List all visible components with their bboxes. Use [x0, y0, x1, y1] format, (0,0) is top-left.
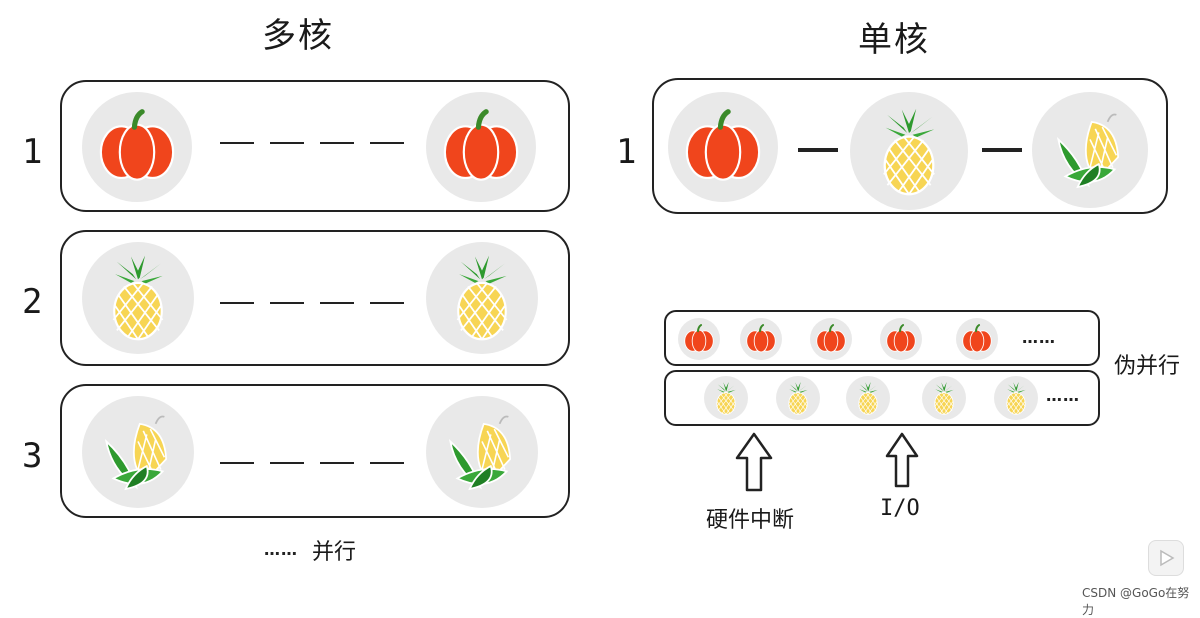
- fruit-circle: [678, 318, 720, 360]
- row-number-single: 1: [616, 132, 636, 172]
- fruit-circle: [426, 396, 538, 508]
- pumpkin-icon: [94, 104, 180, 190]
- fruit-circle: [82, 396, 194, 508]
- pineapple-icon: [709, 380, 743, 416]
- dash-segment: [320, 142, 354, 144]
- fruit-circle: [810, 318, 852, 360]
- dash-segment: [220, 302, 254, 304]
- play-button[interactable]: [1148, 540, 1184, 576]
- pineapple-timeslice-strip: ……: [664, 370, 1100, 426]
- fruit-circle: [994, 376, 1038, 420]
- dash-segment: [220, 462, 254, 464]
- fruit-circle: [668, 92, 778, 202]
- ellipsis: ……: [1022, 328, 1056, 347]
- up-arrow-icon: [884, 432, 920, 488]
- row-number-1: 1: [22, 132, 42, 172]
- pumpkin-icon: [884, 322, 918, 356]
- parallel-label: 并行: [312, 534, 356, 566]
- fruit-circle: [704, 376, 748, 420]
- ellipsis: ……: [1046, 386, 1080, 405]
- fruit-circle: [922, 376, 966, 420]
- pineapple-icon: [999, 380, 1033, 416]
- corn-icon: [1046, 106, 1134, 194]
- dash-segment: [982, 148, 1022, 152]
- io-label: I/O: [880, 496, 920, 521]
- row-number-3: 3: [22, 436, 42, 476]
- dash-segment: [370, 142, 404, 144]
- play-icon: [1159, 549, 1175, 567]
- core-row-1: [60, 80, 570, 212]
- fruit-circle: [1032, 92, 1148, 208]
- corn-icon: [438, 408, 526, 496]
- dash-segment: [370, 462, 404, 464]
- fruit-circle: [850, 92, 968, 210]
- dash-segment: [220, 142, 254, 144]
- core-row-3: [60, 384, 570, 518]
- pseudo-parallel-label: 伪并行: [1114, 348, 1180, 380]
- fruit-circle: [846, 376, 890, 420]
- pumpkin-icon: [814, 322, 848, 356]
- fruit-circle: [740, 318, 782, 360]
- pineapple-icon: [781, 380, 815, 416]
- pineapple-icon: [94, 252, 182, 342]
- dash-segment: [270, 462, 304, 464]
- pumpkin-icon: [682, 322, 716, 356]
- dash-segment: [270, 142, 304, 144]
- pumpkin-icon: [744, 322, 778, 356]
- dash-segment: [320, 302, 354, 304]
- row-number-2: 2: [22, 282, 42, 322]
- single-core-row: [652, 78, 1168, 214]
- ellipsis: ……: [264, 540, 298, 559]
- pumpkin-timeslice-strip: ……: [664, 310, 1100, 366]
- fruit-circle: [956, 318, 998, 360]
- dash-segment: [270, 302, 304, 304]
- pineapple-icon: [864, 102, 954, 200]
- fruit-circle: [776, 376, 820, 420]
- pineapple-icon: [927, 380, 961, 416]
- dash-segment: [370, 302, 404, 304]
- fruit-circle: [426, 242, 538, 354]
- corn-icon: [94, 408, 182, 496]
- singlecore-title: 单核: [858, 12, 930, 61]
- pineapple-icon: [438, 252, 526, 342]
- fruit-circle: [880, 318, 922, 360]
- pumpkin-icon: [680, 104, 766, 190]
- fruit-circle: [82, 92, 192, 202]
- up-arrow-icon: [734, 432, 774, 492]
- dash-segment: [798, 148, 838, 152]
- hardware-interrupt-label: 硬件中断: [706, 502, 794, 534]
- fruit-circle: [426, 92, 536, 202]
- pumpkin-icon: [438, 104, 524, 190]
- pineapple-icon: [851, 380, 885, 416]
- dash-segment: [320, 462, 354, 464]
- fruit-circle: [82, 242, 194, 354]
- watermark: CSDN @GoGo在努力: [1082, 584, 1200, 618]
- pumpkin-icon: [960, 322, 994, 356]
- multicore-title: 多核: [262, 8, 334, 57]
- core-row-2: [60, 230, 570, 366]
